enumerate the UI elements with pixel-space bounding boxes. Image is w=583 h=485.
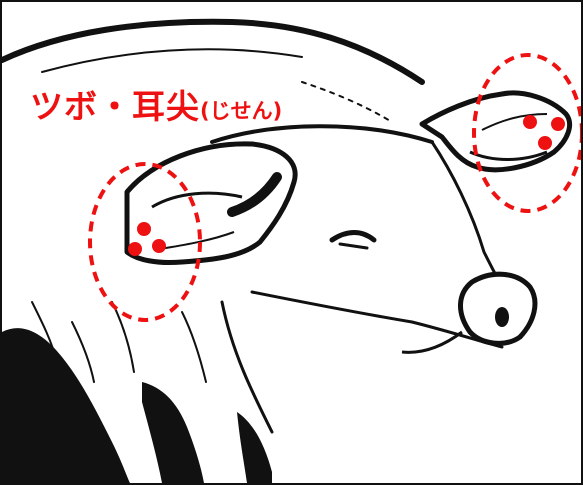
forehead-outline: [210, 124, 434, 144]
left-ear-point-region: [88, 162, 202, 322]
eye: [329, 230, 377, 250]
acupoint-caption: ツボ・耳尖(じせん): [30, 90, 282, 123]
right-ear-point-2: [551, 117, 565, 131]
back-hatching: [301, 81, 393, 123]
back-outline: [2, 18, 425, 85]
acupoint-dots: [128, 115, 565, 256]
right-ear: [419, 90, 572, 173]
caption-reading: (じせん): [200, 99, 283, 123]
left-ear-point-1: [137, 222, 151, 236]
caption-main: ツボ・耳尖: [30, 87, 200, 126]
left-ear-point-3: [152, 239, 166, 253]
cheek-outline: [220, 300, 274, 434]
back-outline-inner: [41, 48, 303, 73]
right-ear-point-region: [472, 53, 581, 213]
snout: [401, 271, 538, 354]
right-ear-point-1: [523, 115, 537, 129]
body-shading: [2, 328, 272, 483]
right-ear-point-3: [538, 136, 552, 150]
left-ear-point-2: [128, 242, 142, 256]
